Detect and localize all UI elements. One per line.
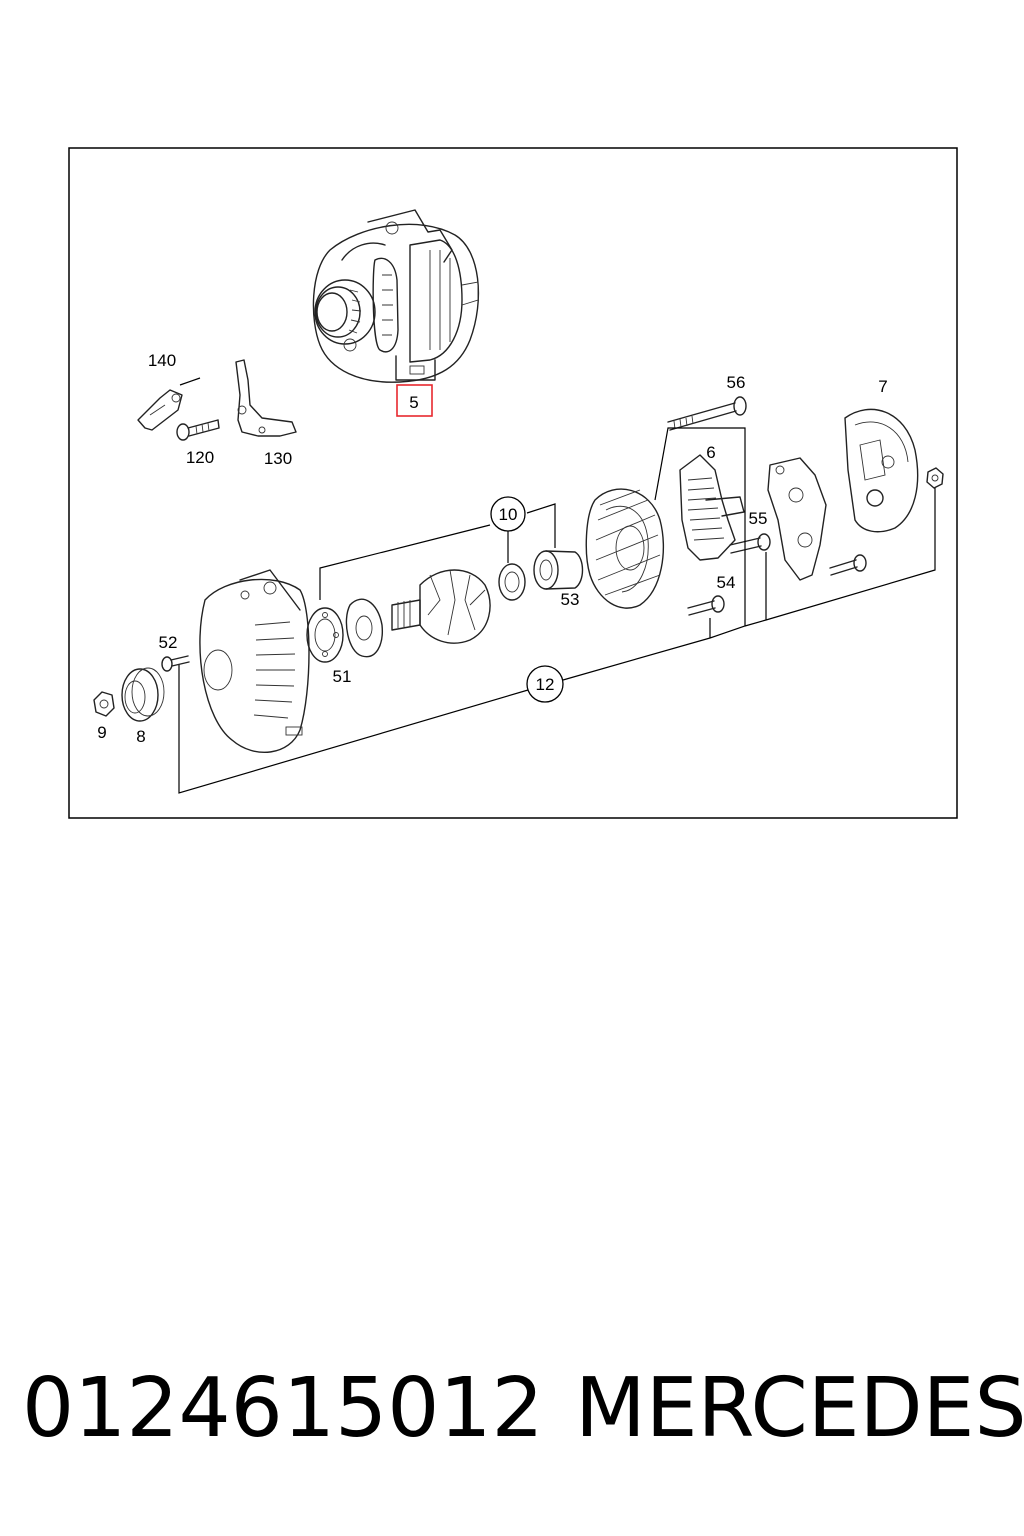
bracket-130-drawing [235, 359, 297, 437]
callout-7: 7 [878, 377, 887, 396]
nut-9-drawing [93, 691, 115, 717]
callout-130: 130 [264, 449, 292, 468]
bracket-140-drawing [137, 389, 183, 431]
retainer-plate-drawing [345, 598, 383, 658]
bolt-120-drawing [176, 419, 220, 441]
leader-10 [319, 503, 556, 600]
front-housing-drawing [199, 569, 310, 754]
bearing-51-drawing [306, 607, 344, 663]
alternator-assembly-drawing [312, 209, 480, 383]
callout-12-circle [526, 665, 564, 703]
callout-52: 52 [159, 633, 178, 652]
callout-53: 53 [561, 590, 580, 609]
callout-54: 54 [717, 573, 736, 592]
rectifier-drawing [767, 457, 827, 581]
leader-12 [178, 427, 936, 794]
leader-140 [179, 377, 201, 386]
callout-120: 120 [186, 448, 214, 467]
callout-55: 55 [749, 509, 768, 528]
bearing-small-drawing [498, 563, 526, 601]
callout-9: 9 [97, 723, 106, 742]
bolt-54-drawing [687, 595, 725, 616]
brand-name: MERCEDES [575, 1361, 1024, 1456]
bolt-56-drawing [667, 396, 747, 431]
callout-12: 12 [536, 675, 555, 694]
callout-51: 51 [333, 667, 352, 686]
callout-5: 5 [409, 393, 418, 412]
callout-10: 10 [499, 505, 518, 524]
bolt-rectifier-drawing [829, 554, 867, 576]
rear-cover-7-drawing [844, 408, 919, 533]
callout-140: 140 [148, 351, 176, 370]
rotor-drawing [391, 569, 491, 644]
callout-56: 56 [727, 373, 746, 392]
diagram-border [68, 147, 958, 819]
callout-10-circle [490, 496, 526, 532]
part-number: 0124615012 [22, 1361, 544, 1456]
bolt-52-drawing [161, 655, 190, 672]
part-5-highlight-box [396, 384, 433, 417]
pulley-8-drawing [121, 667, 165, 722]
callout-6: 6 [706, 443, 715, 462]
slipring-53-drawing [533, 550, 584, 590]
nut-drawing-right [926, 467, 944, 489]
stator-housing-drawing [585, 488, 665, 609]
callout-8: 8 [136, 727, 145, 746]
regulator-6-drawing [679, 454, 745, 561]
